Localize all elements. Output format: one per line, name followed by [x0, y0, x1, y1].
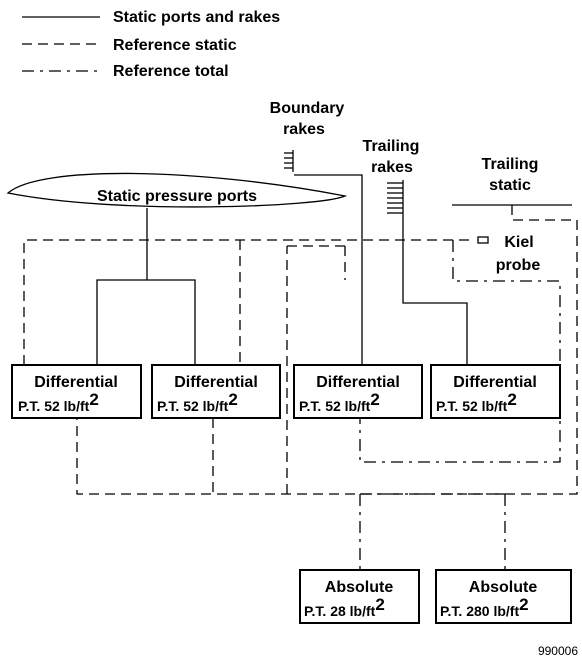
- transducer-2-spec: P.T. 52 lb/ft2: [157, 390, 238, 414]
- transducer-5: Absolute P.T. 28 lb/ft2: [299, 569, 420, 624]
- transducer-2-kind: Differential: [174, 374, 258, 391]
- boundary-rake-icon: [284, 150, 294, 172]
- trailing-static-label-2: static: [489, 177, 531, 194]
- transducer-6: Absolute P.T. 280 lb/ft2: [435, 569, 572, 624]
- legend: Static ports and rakes Reference static …: [22, 9, 280, 80]
- airfoil: [6, 172, 348, 208]
- kiel-probe-label-2: probe: [496, 257, 541, 274]
- transducer-6-kind: Absolute: [469, 579, 538, 596]
- legend-dashdot-label: Reference total: [113, 63, 229, 80]
- boundary-rakes-label-1: Boundary: [270, 100, 345, 117]
- trailing-rakes-label-2: rakes: [371, 159, 413, 176]
- trailing-rakes-label-1: Trailing: [363, 138, 420, 155]
- reference-static-lines: [23, 205, 578, 495]
- transducer-2: Differential P.T. 52 lb/ft2: [151, 364, 281, 419]
- kiel-probe-icon: [477, 236, 489, 244]
- transducer-3-spec: P.T. 52 lb/ft2: [299, 390, 380, 414]
- trailing-static-label-1: Trailing: [482, 156, 539, 173]
- transducer-3-kind: Differential: [316, 374, 400, 391]
- transducer-3: Differential P.T. 52 lb/ft2: [293, 364, 423, 419]
- figure-id: 990006: [538, 644, 578, 658]
- transducer-1: Differential P.T. 52 lb/ft2: [11, 364, 142, 419]
- transducer-6-spec: P.T. 280 lb/ft2: [440, 595, 529, 619]
- transducer-4: Differential P.T. 52 lb/ft2: [430, 364, 561, 419]
- transducer-4-kind: Differential: [453, 374, 537, 391]
- legend-dashed-label: Reference static: [113, 37, 237, 54]
- legend-solid-label: Static ports and rakes: [113, 9, 280, 26]
- boundary-rakes-label-2: rakes: [283, 121, 325, 138]
- transducer-1-kind: Differential: [34, 374, 118, 391]
- transducer-5-kind: Absolute: [325, 579, 394, 596]
- trailing-rake-icon: [387, 180, 404, 215]
- transducer-5-spec: P.T. 28 lb/ft2: [304, 595, 385, 619]
- transducer-1-spec: P.T. 52 lb/ft2: [18, 390, 99, 414]
- reference-total-lines: [344, 240, 561, 570]
- static-ports-label: Static pressure ports: [97, 188, 257, 205]
- static-ports-lines: [96, 174, 468, 365]
- transducer-4-spec: P.T. 52 lb/ft2: [436, 390, 517, 414]
- kiel-probe-label-1: Kiel: [504, 234, 533, 251]
